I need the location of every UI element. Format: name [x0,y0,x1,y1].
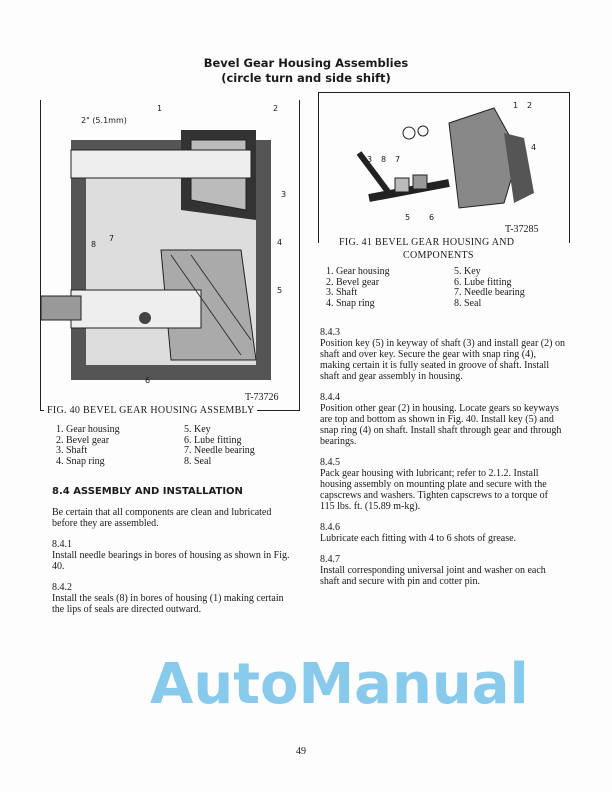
fig40-legend: 1. Gear housing 5. Key 2. Bevel gear 6. Lu… [56,424,304,467]
page-number: 49 [296,746,306,757]
step-text: Position other gear (2) in housing. Loca… [320,403,562,447]
gear-components-drawing [356,107,534,209]
legend-item: 8. Seal [184,455,212,467]
legend-item: 4. Snap ring [326,297,375,309]
fig40-tnumber: T-73726 [245,392,279,403]
fig41-legend: 1. Gear housing 5. Key 2. Bevel gear 6. Lu… [326,266,574,309]
callout-1: 1 [157,104,163,113]
left-column: 8.4 ASSEMBLY AND INSTALLATION Be certain… [52,486,292,625]
fig41-caption: FIG. 41 BEVEL GEAR HOUSING AND [336,237,518,248]
step-number: 8.4.7 [320,554,340,565]
legend-item: 6. Lube fitting [454,276,512,288]
callout-4: 4 [277,238,283,247]
step-text: Install corresponding universal joint an… [320,565,546,587]
page-subtitle: (circle turn and side shift) [221,71,391,85]
callout-1: 1 [513,101,519,110]
legend-item: 7. Needle bearing [454,287,525,298]
legend-item: 5. Key [184,424,211,435]
fig41-tnumber: T-37285 [505,224,539,235]
dimension-label: 2" (5.1mm) [81,116,127,125]
watermark: AutoManual [150,652,529,717]
callout-2: 2 [527,101,533,110]
callout-8: 8 [91,240,97,249]
step-number: 8.4.5 [320,457,340,468]
legend-item: 1. Gear housing [326,266,390,277]
step-number: 8.4.2 [52,582,72,593]
section-intro: Be certain that all components are clean… [52,507,272,529]
step-number: 8.4.3 [320,327,340,338]
callout-7: 7 [109,234,115,243]
callout-7: 7 [395,155,401,164]
step-number: 8.4.1 [52,539,72,550]
callout-4: 4 [531,143,537,152]
page-title: Bevel Gear Housing Assemblies [203,56,409,70]
legend-item: 2. Bevel gear [326,276,380,288]
legend-item: 5. Key [454,266,481,277]
figure-41: 1 2 3 4 5 6 7 8 [318,92,570,243]
step-text: Pack gear housing with lubricant; refer … [320,468,548,512]
step-number: 8.4.6 [320,522,340,533]
callout-2: 2 [273,104,279,113]
fig41-caption-line2: COMPONENTS [400,250,477,261]
legend-item: 2. Bevel gear [56,434,110,446]
step-text: Position key (5) in keyway of shaft (3) … [320,338,565,382]
legend-item: 7. Needle bearing [184,445,255,456]
legend-item: 1. Gear housing [56,424,120,435]
step-text: Lubricate each fitting with 4 to 6 shots… [320,533,517,544]
step-number: 8.4.4 [320,392,340,403]
legend-item: 4. Snap ring [56,455,105,467]
callout-5: 5 [277,286,283,295]
callout-3: 3 [281,190,287,199]
callout-8: 8 [381,155,387,164]
section-heading: 8.4 ASSEMBLY AND INSTALLATION [52,486,243,497]
callout-6: 6 [145,376,151,385]
callout-3: 3 [367,155,373,164]
legend-item: 8. Seal [454,297,482,309]
step-text: Install the seals (8) in bores of housin… [52,593,284,615]
step-text: Install needle bearings in bores of hous… [52,550,290,572]
fig40-caption: FIG. 40 BEVEL GEAR HOUSING ASSEMBLY [44,405,258,416]
legend-item: 3. Shaft [56,445,88,456]
legend-item: 3. Shaft [326,287,358,298]
figure-40: 2" (5.1mm) 1 2 3 4 5 6 7 8 [40,100,300,411]
bevel-gear-housing-drawing [40,130,271,380]
legend-item: 6. Lube fitting [184,434,242,446]
callout-5: 5 [405,213,411,222]
callout-6: 6 [429,213,435,222]
